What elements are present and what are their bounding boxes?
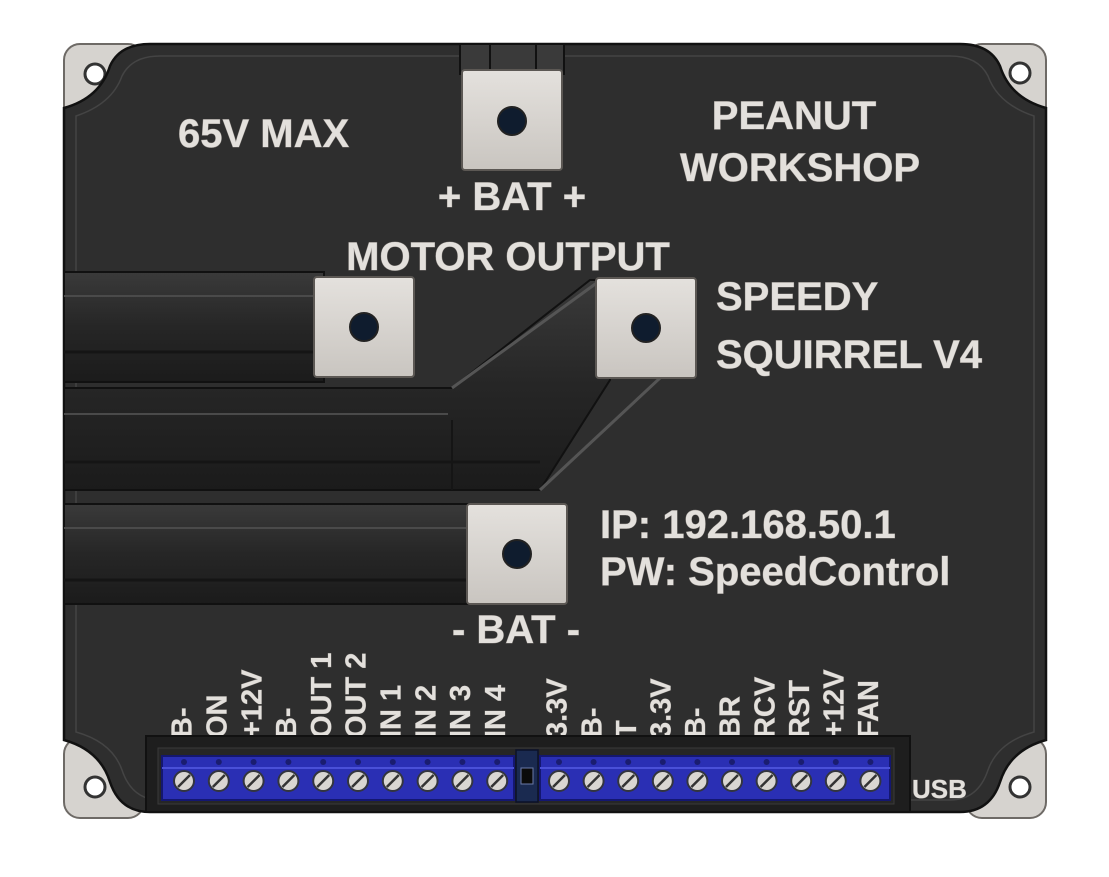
left-terminal-screw[interactable] [451, 759, 474, 792]
terminal-screws [173, 759, 882, 792]
left-terminal-screw[interactable] [207, 759, 230, 792]
product-name-line2: SQUIRREL V4 [716, 333, 983, 377]
left-terminal-screw[interactable] [381, 759, 404, 792]
left-pin-label: B- [167, 707, 199, 738]
wifi-password-label: PW: SpeedControl [600, 550, 950, 594]
brand-name-line1: PEANUT [712, 94, 876, 138]
right-pin-label: 3.3V [645, 678, 677, 738]
wifi-ip-label: IP: 192.168.50.1 [600, 503, 896, 547]
left-pin-label: +12V [236, 669, 268, 738]
left-terminal-screw[interactable] [347, 759, 369, 792]
left-terminal-screw[interactable] [416, 759, 439, 792]
right-pin-label: B- [680, 707, 712, 738]
left-pin-label: IN 2 [410, 685, 442, 738]
voltage-label: 65V MAX [178, 112, 349, 156]
usb-label: USB [912, 774, 967, 804]
left-pin-label: OUT 1 [306, 653, 338, 738]
right-pin-label: +12V [818, 669, 850, 738]
bat-neg-terminal-lug [466, 503, 568, 605]
left-pin-label: ON [201, 695, 233, 739]
right-terminal-screw[interactable] [790, 759, 813, 792]
left-pin-label: B- [271, 707, 303, 738]
right-pin-label: RST [784, 680, 816, 738]
left-terminal-screw[interactable] [242, 759, 265, 792]
right-pin-label: 3.3V [542, 678, 574, 738]
motor-output-label: MOTOR OUTPUT [346, 235, 670, 279]
left-terminal-screw[interactable] [173, 759, 195, 792]
phase-terminal-lug [595, 277, 697, 379]
right-terminal-screw[interactable] [859, 759, 882, 792]
right-terminal-screw[interactable] [721, 759, 743, 792]
right-pin-label: B- [576, 707, 608, 738]
left-pin-label: OUT 2 [341, 653, 373, 738]
left-terminal-screw[interactable] [277, 759, 300, 792]
bat-pos-label: + BAT + [438, 175, 586, 219]
right-terminal-screw[interactable] [617, 759, 640, 792]
left-pin-label: IN 3 [445, 685, 477, 738]
left-pin-label: IN 1 [375, 685, 407, 738]
left-pin-label: IN 4 [480, 685, 512, 738]
right-terminal-screw[interactable] [582, 759, 605, 792]
right-pin-label: RCV [749, 676, 781, 738]
bat-neg-label: - BAT - [452, 608, 580, 652]
usb-port [515, 749, 539, 803]
right-terminal-screw[interactable] [651, 759, 674, 792]
right-pin-label: BR [715, 696, 747, 738]
product-name-line1: SPEEDY [716, 275, 879, 319]
left-terminal-screw[interactable] [486, 759, 509, 792]
right-terminal-screw[interactable] [755, 759, 778, 792]
right-terminal-screw[interactable] [686, 759, 709, 792]
right-pin-label: FAN [853, 680, 885, 738]
right-pin-label: T [611, 720, 643, 738]
right-terminal-screw[interactable] [824, 759, 847, 792]
right-terminal-screw[interactable] [548, 759, 570, 792]
left-terminal-screw[interactable] [312, 759, 335, 792]
motor-output-terminal-lug [313, 276, 415, 378]
brand-name-line2: WORKSHOP [680, 146, 920, 190]
bat-pos-terminal-lug [461, 69, 563, 171]
